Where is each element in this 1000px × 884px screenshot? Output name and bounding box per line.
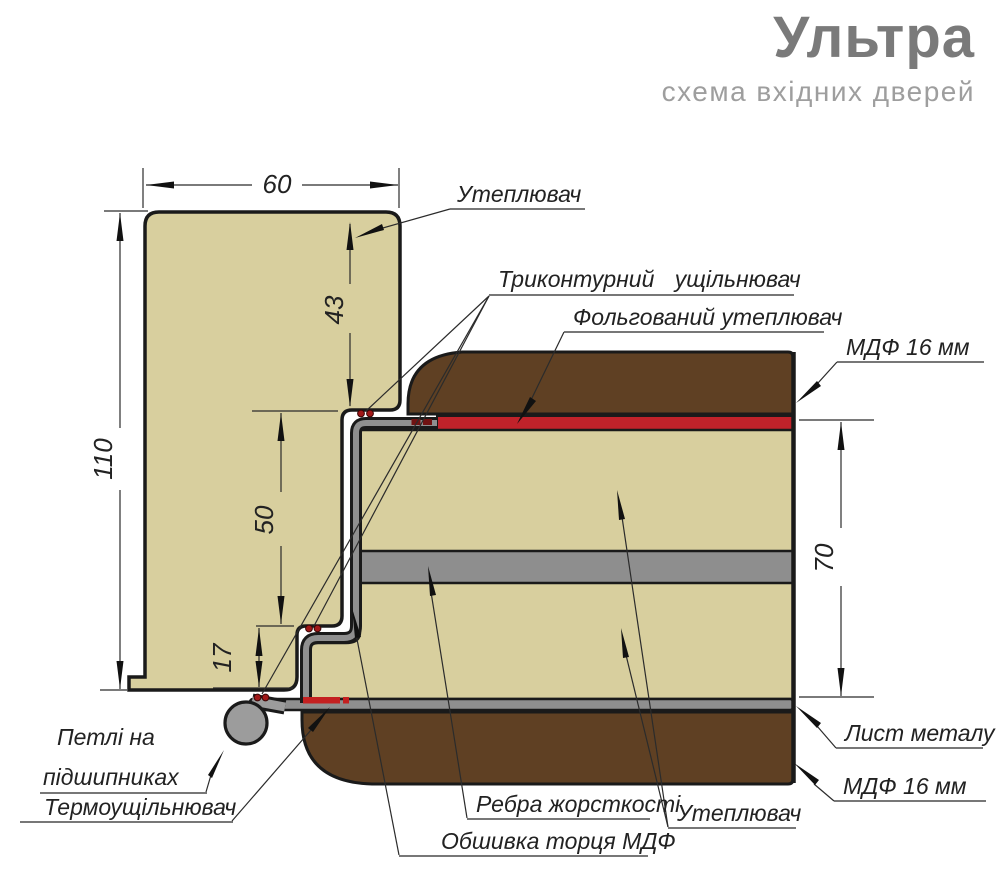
leaf-bottom-mdf: [300, 710, 795, 786]
dim-lower-step: 17: [207, 642, 237, 672]
leaf-stiffening-rib: [356, 549, 795, 585]
dimension-60: 60: [142, 168, 400, 208]
label-insulation-bottom: Утеплювач: [676, 800, 801, 826]
label-metal-sheet: Лист металу: [843, 720, 996, 746]
dim-leaf-core: 70: [809, 543, 839, 572]
leaf-top-mdf: [406, 350, 795, 416]
thermal-seal-dashes: [303, 697, 349, 704]
dim-frame-width: 60: [263, 169, 292, 199]
label-stiffening-ribs: Ребра жорсткості: [476, 791, 681, 817]
hinge-bearing-barrel: [223, 700, 269, 746]
dim-frame-face: 43: [319, 295, 349, 324]
label-mdf-top: МДФ 16 мм: [846, 334, 970, 360]
label-foil-insulation: Фольгований утеплювач: [573, 304, 843, 330]
leaf-edge-metal-wrap: [303, 420, 437, 703]
three-contour-seal-dots: [253, 409, 374, 702]
page-title: Ультра: [773, 5, 975, 70]
page-subtitle: схема вхідних дверей: [662, 76, 975, 107]
dimension-43: 43: [319, 222, 354, 407]
dimension-50: 50: [249, 410, 338, 627]
label-insulation-top: Утеплювач: [456, 181, 581, 207]
callout-leaders: [20, 208, 986, 857]
label-hinges-line2: підшипниках: [43, 764, 180, 790]
label-hinges-line1: Петлі на: [57, 724, 155, 750]
label-three-contour-seal: Триконтурний ущільнювач: [498, 266, 801, 292]
label-edge-cladding: Обшивка торця МДФ: [441, 828, 676, 854]
flange-seal-dashes: [411, 419, 432, 425]
dim-frame-depth: 110: [88, 438, 118, 480]
dimension-17: 17: [207, 628, 293, 689]
dimension-110: 110: [88, 210, 148, 691]
label-mdf-bottom: МДФ 16 мм: [843, 773, 967, 799]
leaf-foil-insulation: [436, 415, 794, 431]
hinge-stem: [251, 696, 286, 712]
dimension-70: 70: [799, 419, 874, 698]
dim-rabbet: 50: [249, 505, 279, 534]
label-thermal-seal: Термоущільнювач: [44, 794, 236, 820]
